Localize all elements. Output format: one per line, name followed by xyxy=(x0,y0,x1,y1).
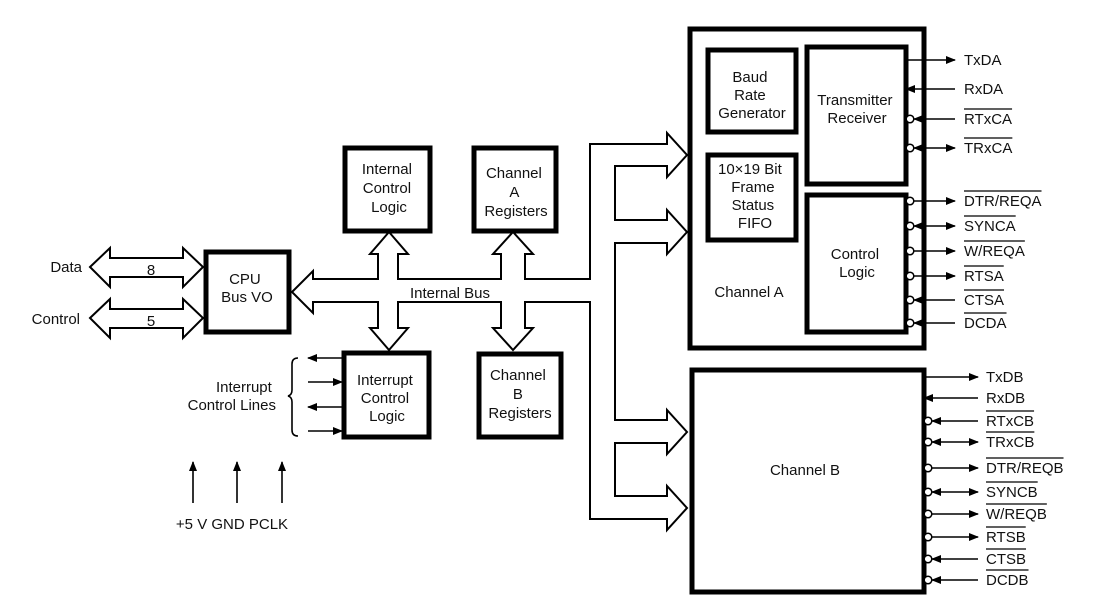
pin-w-reqb: W/REQB xyxy=(923,503,1047,523)
inversion-bubble xyxy=(923,487,933,497)
data-bus-label: Data xyxy=(50,259,82,276)
channel-b-block xyxy=(689,367,927,595)
inversion-bubble xyxy=(905,143,915,153)
pin-dtr-reqb: DTR/REQB xyxy=(923,457,1064,477)
channel-a-registers-block xyxy=(471,145,559,234)
inversion-bubble xyxy=(905,196,915,206)
inversion-bubble xyxy=(923,575,933,585)
power-label: +5 V GND PCLK xyxy=(176,516,288,533)
inversion-bubble xyxy=(905,295,915,305)
inversion-bubble xyxy=(923,437,933,447)
pin-label: RTSB xyxy=(986,529,1026,546)
pin-label: CTSB xyxy=(986,551,1026,568)
pin-txdb: TxDB xyxy=(924,369,1024,386)
cpu-bus-io-block xyxy=(203,249,292,335)
channel-b-registers-block xyxy=(476,351,564,440)
inversion-bubble xyxy=(905,271,915,281)
pin-label: RxDB xyxy=(986,390,1025,407)
pin-label: TRxCB xyxy=(986,434,1034,451)
pin-label: SYNCA xyxy=(964,218,1016,235)
interrupt-control-logic-block xyxy=(341,350,432,440)
pin-syncb: SYNCB xyxy=(923,481,1038,501)
pin-label: DTR/REQA xyxy=(964,193,1042,210)
pin-label: CTSA xyxy=(964,292,1004,309)
inversion-bubble xyxy=(923,532,933,542)
power-pins xyxy=(189,461,286,503)
pin-rtxca: RTxCA xyxy=(905,108,1013,128)
pin-label: TxDB xyxy=(986,369,1024,386)
inversion-bubble xyxy=(923,509,933,519)
brace xyxy=(287,357,299,437)
pin-trxcb: TRxCB xyxy=(923,431,1035,451)
control-logic-block xyxy=(804,192,909,335)
inversion-bubble xyxy=(905,221,915,231)
baud-rate-generator-label: Baud Rate Generator xyxy=(718,69,786,122)
pin-label: RxDA xyxy=(964,81,1003,98)
pin-trxca: TRxCA xyxy=(905,137,1013,157)
channel-b-label: Channel B xyxy=(770,462,840,479)
frame-status-fifo-block xyxy=(705,152,799,243)
data-bus-width: 8 xyxy=(147,262,155,279)
inversion-bubble xyxy=(905,114,915,124)
internal-bus-outline xyxy=(290,130,689,533)
pin-synca: SYNCA xyxy=(905,215,1016,235)
internal-bus-label: Internal Bus xyxy=(410,285,490,302)
pin-label: RTxCB xyxy=(986,413,1034,430)
pin-rtsa: RTSA xyxy=(905,265,1004,285)
inversion-bubble xyxy=(923,554,933,564)
pin-label: W/REQB xyxy=(986,506,1047,523)
interrupt-control-logic-label: Interrupt Control Logic xyxy=(357,372,417,425)
internal-control-logic-label: Internal Control Logic xyxy=(362,161,416,216)
pin-rtsb: RTSB xyxy=(923,526,1026,546)
pin-rtxcb: RTxCB xyxy=(923,410,1035,430)
pin-ctsa: CTSA xyxy=(905,289,1005,309)
interrupt-lines-label: Interrupt Control Lines xyxy=(188,379,276,414)
inversion-bubble xyxy=(905,246,915,256)
interrupt-control-lines xyxy=(287,354,343,437)
channel-a-label: Channel A xyxy=(714,284,783,301)
data-bus-arrow xyxy=(88,245,205,290)
inversion-bubble xyxy=(905,318,915,328)
internal-control-logic-block xyxy=(342,145,433,234)
cpu-bus-io-label: CPU Bus VO xyxy=(221,271,273,306)
pin-ctsb: CTSB xyxy=(923,548,1027,568)
inversion-bubble xyxy=(923,416,933,426)
pin-dcda: DCDA xyxy=(905,312,1007,332)
control-bus-arrow xyxy=(88,296,205,341)
pin-label: DTR/REQB xyxy=(986,460,1064,477)
pin-rxda: RxDA xyxy=(905,81,1003,98)
control-bus-width: 5 xyxy=(147,313,155,330)
channel-a-registers-label: Channel A Registers xyxy=(484,165,547,220)
pin-w-reqa: W/REQA xyxy=(905,240,1025,260)
pin-label: DCDB xyxy=(986,572,1029,589)
pin-label: TxDA xyxy=(964,52,1002,69)
transmitter-receiver-block xyxy=(804,44,909,187)
pin-dtr-reqa: DTR/REQA xyxy=(905,190,1042,210)
pin-label: SYNCB xyxy=(986,484,1038,501)
control-logic-label: Control Logic xyxy=(831,246,884,281)
control-bus-label: Control xyxy=(32,311,80,328)
inversion-bubble xyxy=(923,463,933,473)
pin-label: W/REQA xyxy=(964,243,1025,260)
frame-status-fifo-label: 10×19 Bit Frame Status FIFO xyxy=(718,161,786,232)
channel-b-registers-label: Channel B Registers xyxy=(488,367,551,422)
pin-label: RTSA xyxy=(964,268,1004,285)
pin-txda: TxDA xyxy=(906,52,1002,69)
transmitter-receiver-label: Transmitter Receiver xyxy=(817,92,896,127)
pin-dcdb: DCDB xyxy=(923,569,1029,589)
pin-label: TRxCA xyxy=(964,140,1012,157)
pin-label: RTxCA xyxy=(964,111,1012,128)
channel-a-pins: TxDA RxDA RTxCA TRxCA DTR/REQA SYNCA W/REQA RTS… xyxy=(905,52,1042,332)
baud-rate-generator-block xyxy=(705,47,799,135)
channel-b-pins: TxDB RxDB RTxCB TRxCB DTR/REQB SYNCB W/REQB RTS… xyxy=(923,369,1064,589)
pin-label: DCDA xyxy=(964,315,1007,332)
pin-rxdb: RxDB xyxy=(923,390,1025,407)
